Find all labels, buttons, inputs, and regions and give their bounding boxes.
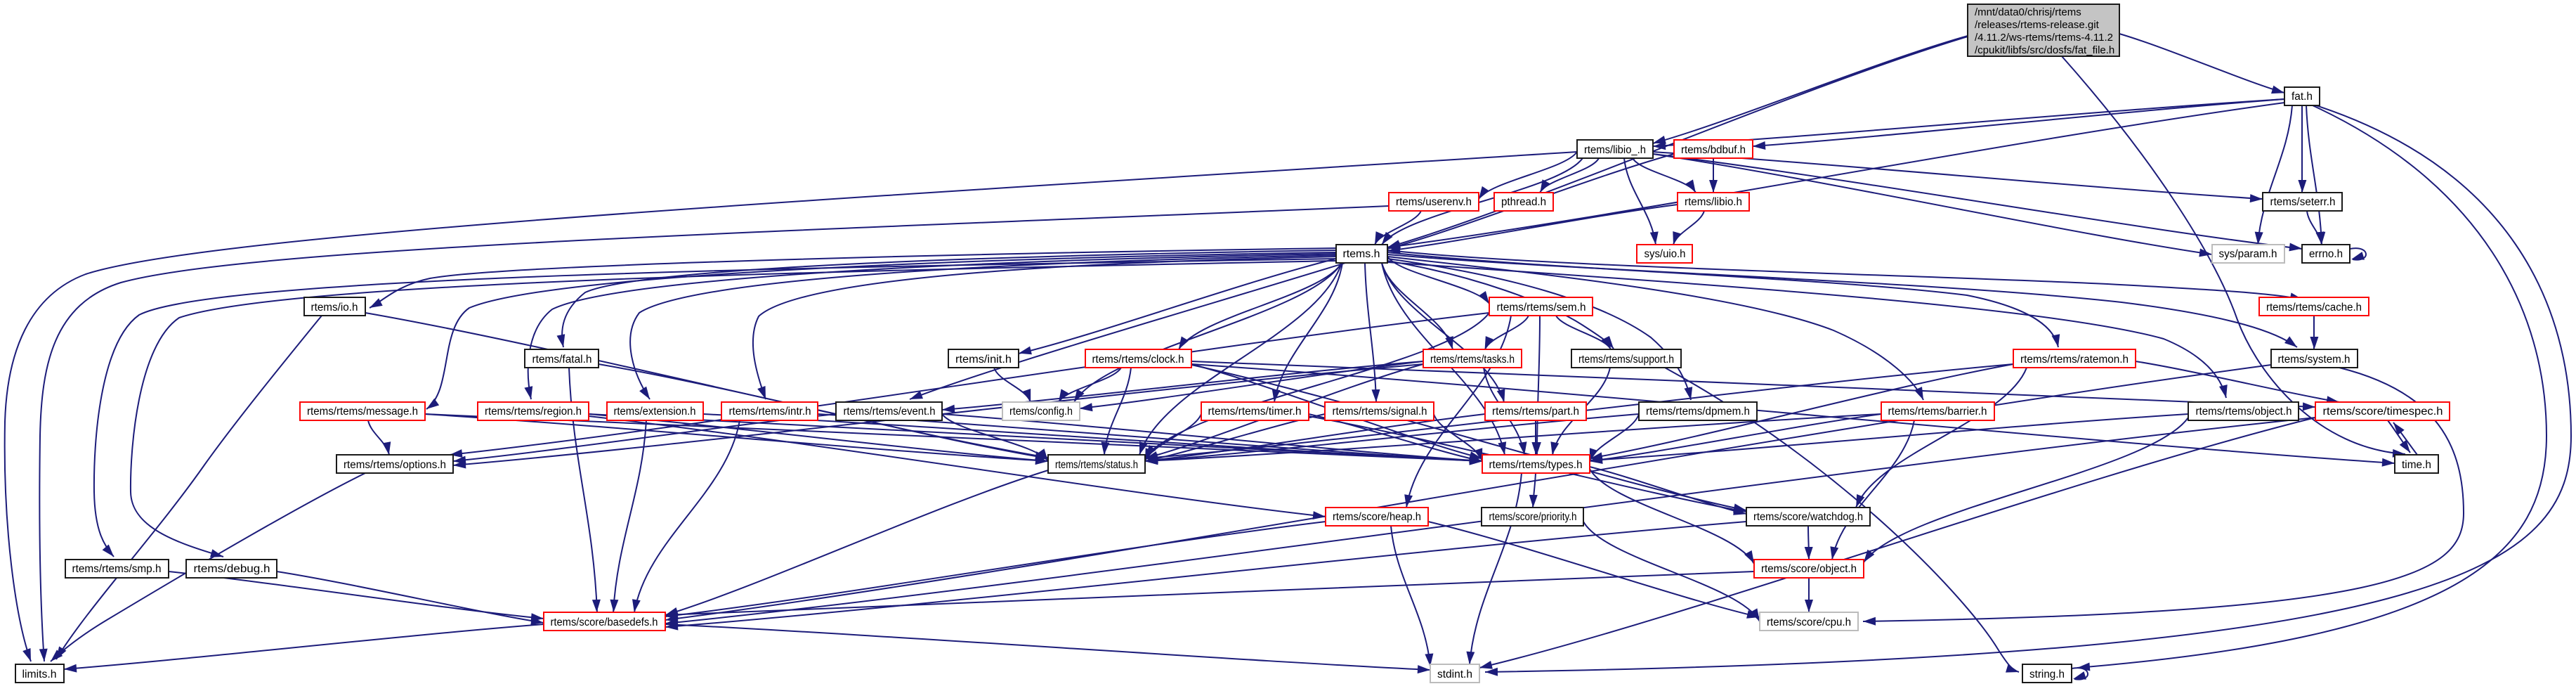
svg-text:fat.h: fat.h — [2291, 91, 2313, 103]
svg-text:rtems/rtems/tasks.h: rtems/rtems/tasks.h — [1430, 354, 1515, 366]
svg-text:rtems/rtems/smp.h: rtems/rtems/smp.h — [72, 563, 162, 575]
svg-text:rtems/seterr.h: rtems/seterr.h — [2270, 196, 2336, 208]
svg-text:rtems/bdbuf.h: rtems/bdbuf.h — [1681, 144, 1746, 156]
svg-text:rtems/score/heap.h: rtems/score/heap.h — [1333, 511, 1421, 523]
svg-text:rtems/rtems/status.h: rtems/rtems/status.h — [1055, 459, 1138, 471]
svg-text:rtems/config.h: rtems/config.h — [1009, 406, 1073, 418]
svg-text:pthread.h: pthread.h — [1501, 196, 1546, 208]
svg-text:rtems/init.h: rtems/init.h — [955, 354, 1012, 366]
svg-text:rtems/rtems/options.h: rtems/rtems/options.h — [344, 459, 446, 471]
svg-text:string.h: string.h — [2029, 669, 2065, 680]
svg-text:rtems/rtems/message.h: rtems/rtems/message.h — [307, 406, 418, 418]
svg-text:rtems/rtems/object.h: rtems/rtems/object.h — [2196, 406, 2292, 418]
svg-text:rtems/rtems/timer.h: rtems/rtems/timer.h — [1208, 406, 1302, 418]
svg-text:time.h: time.h — [2402, 459, 2431, 471]
svg-text:rtems/fatal.h: rtems/fatal.h — [532, 354, 592, 366]
svg-text:rtems/score/cpu.h: rtems/score/cpu.h — [1767, 616, 1851, 628]
svg-text:rtems/score/timespec.h: rtems/score/timespec.h — [2323, 406, 2443, 418]
svg-text:errno.h: errno.h — [2309, 248, 2343, 260]
svg-text:rtems/libio.h: rtems/libio.h — [1685, 196, 1742, 208]
svg-text:rtems/score/watchdog.h: rtems/score/watchdog.h — [1753, 511, 1863, 523]
svg-text:rtems/debug.h: rtems/debug.h — [194, 563, 270, 575]
svg-text:rtems/rtems/signal.h: rtems/rtems/signal.h — [1333, 406, 1427, 418]
svg-text:rtems/score/priority.h: rtems/score/priority.h — [1489, 511, 1577, 523]
svg-text:rtems/rtems/clock.h: rtems/rtems/clock.h — [1092, 354, 1184, 366]
svg-text:rtems/rtems/types.h: rtems/rtems/types.h — [1489, 459, 1583, 471]
svg-text:rtems/rtems/dpmem.h: rtems/rtems/dpmem.h — [1646, 406, 1750, 418]
svg-text:rtems/io.h: rtems/io.h — [311, 302, 358, 314]
svg-text:rtems/rtems/sem.h: rtems/rtems/sem.h — [1497, 302, 1586, 314]
svg-text:rtems/libio_.h: rtems/libio_.h — [1584, 144, 1646, 156]
svg-text:sys/uio.h: sys/uio.h — [1645, 248, 1686, 260]
svg-text:rtems/rtems/ratemon.h: rtems/rtems/ratemon.h — [2020, 354, 2129, 366]
svg-text:rtems.h: rtems.h — [1343, 248, 1380, 260]
svg-text:rtems/rtems/intr.h: rtems/rtems/intr.h — [729, 406, 811, 418]
svg-text:rtems/extension.h: rtems/extension.h — [614, 406, 696, 418]
svg-text:rtems/rtems/part.h: rtems/rtems/part.h — [1492, 406, 1579, 418]
svg-text:rtems/rtems/event.h: rtems/rtems/event.h — [844, 406, 936, 418]
svg-text:sys/param.h: sys/param.h — [2219, 248, 2277, 260]
svg-text:/cpukit/libfs/src/dosfs/fat_fi: /cpukit/libfs/src/dosfs/fat_file.h — [1975, 44, 2114, 56]
svg-text:rtems/score/object.h: rtems/score/object.h — [1761, 563, 1857, 575]
svg-text:rtems/rtems/support.h: rtems/rtems/support.h — [1578, 354, 1674, 366]
svg-text:/releases/rtems-release.git: /releases/rtems-release.git — [1975, 19, 2100, 31]
svg-text:/mnt/data0/chrisj/rtems: /mnt/data0/chrisj/rtems — [1975, 6, 2081, 18]
svg-text:rtems/rtems/barrier.h: rtems/rtems/barrier.h — [1888, 406, 1987, 418]
svg-text:rtems/system.h: rtems/system.h — [2278, 354, 2351, 366]
svg-text:/4.11.2/ws-rtems/rtems-4.11.2: /4.11.2/ws-rtems/rtems-4.11.2 — [1975, 32, 2113, 44]
svg-text:stdint.h: stdint.h — [1437, 669, 1472, 680]
svg-text:rtems/userenv.h: rtems/userenv.h — [1396, 196, 1472, 208]
svg-text:rtems/rtems/region.h: rtems/rtems/region.h — [485, 406, 582, 418]
svg-text:rtems/rtems/cache.h: rtems/rtems/cache.h — [2266, 302, 2362, 314]
svg-text:limits.h: limits.h — [22, 669, 57, 680]
svg-text:rtems/score/basedefs.h: rtems/score/basedefs.h — [551, 616, 658, 628]
